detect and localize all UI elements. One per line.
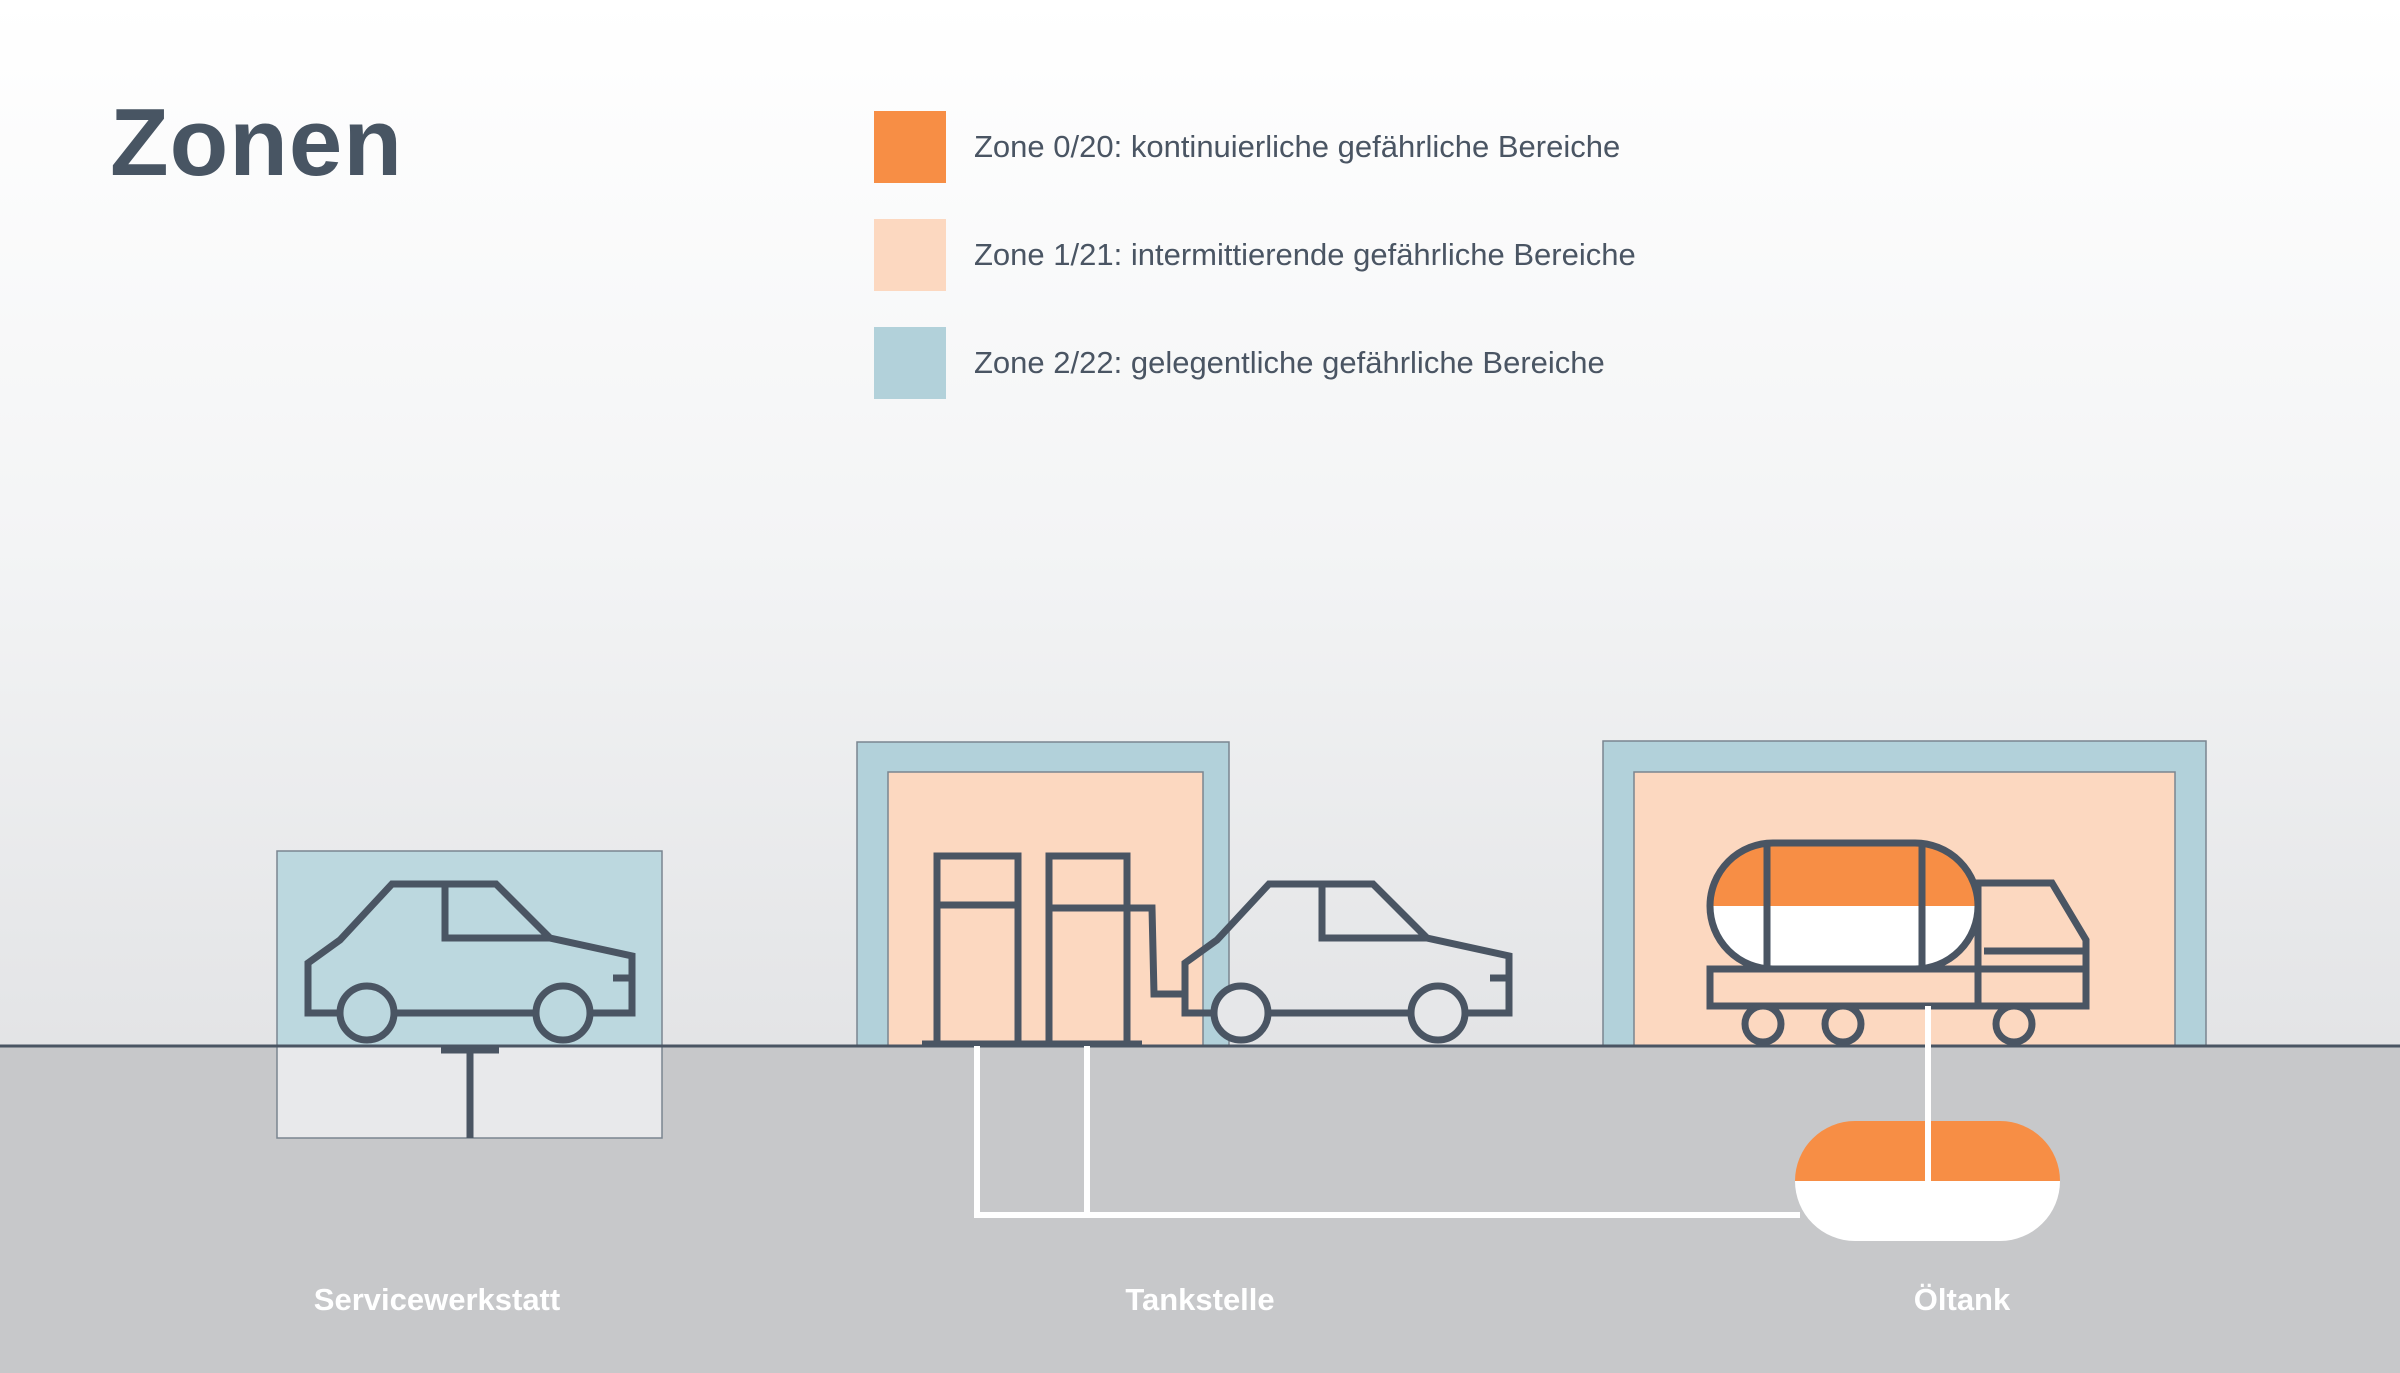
car-lift-icon: [441, 1046, 499, 1138]
car-icon: [1181, 880, 1513, 1044]
legend-label-zone-2: Zone 2/22: gelegentliche gefährliche Ber…: [974, 345, 1605, 380]
legend-swatch-zone-2: [874, 327, 946, 399]
site-label-workshop: Servicewerkstatt: [313, 1282, 561, 1317]
site-label-station: Tankstelle: [1125, 1282, 1275, 1317]
legend-swatch-zone-1: [874, 219, 946, 291]
legend-label-zone-0: Zone 0/20: kontinuierliche gefährliche B…: [974, 129, 1621, 164]
fuel-pump-icon: [922, 852, 1185, 1048]
car-icon: [304, 880, 636, 1044]
workshop-group: [276, 850, 663, 1139]
tanker-truck-icon: [1706, 839, 2090, 1046]
station-group: [856, 741, 1513, 1048]
legend-label-zone-1: Zone 1/21: intermittierende gefährliche …: [974, 237, 1636, 272]
site-label-oiltank: Öltank: [1913, 1282, 2011, 1317]
legend-swatch-zone-0: [874, 111, 946, 183]
page-title: Zonen: [110, 89, 403, 196]
fuel-pipes: [974, 1006, 1931, 1218]
oiltank-group: [1602, 740, 2207, 1047]
oil-tank-icon: [1795, 1121, 2060, 1241]
